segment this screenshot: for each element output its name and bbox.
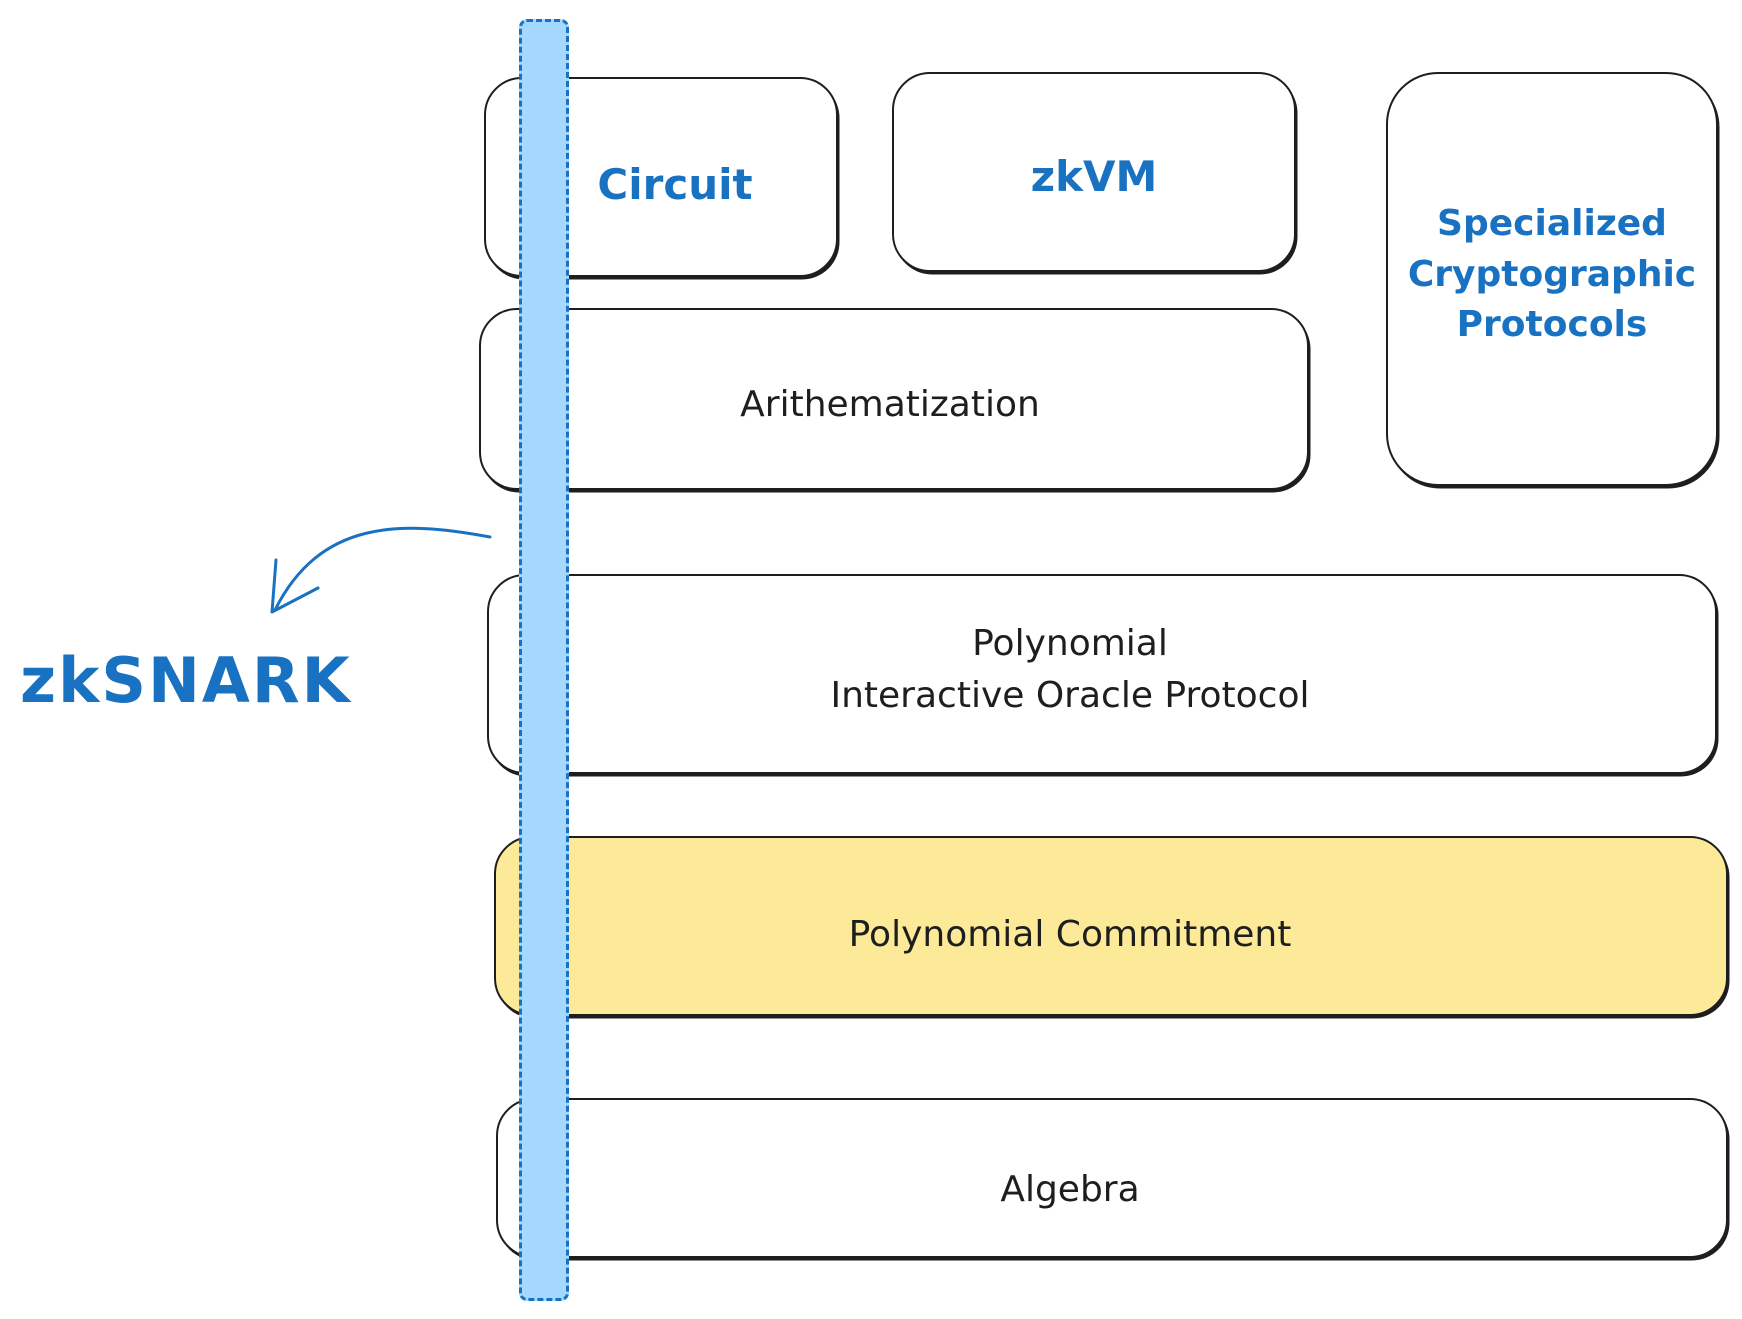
arithmetization-label: Arithematization (740, 383, 1040, 425)
zksnark-scope-band (519, 19, 569, 1301)
polynomial-commitment-box (494, 836, 1728, 1016)
piop-box (487, 574, 1717, 774)
algebra-label: Algebra (1000, 1168, 1140, 1210)
polynomial-commitment-label: Polynomial Commitment (848, 913, 1292, 955)
arithmetization-box (479, 308, 1309, 490)
specialized-protocols-label: Specialized Cryptographic Protocols (1407, 203, 1697, 346)
algebra-box (496, 1098, 1728, 1258)
zkvm-label: zkVM (1030, 151, 1158, 201)
zkvm-box (892, 72, 1296, 272)
zksnark-label: zkSNARK (20, 643, 352, 717)
circuit-label: Circuit (597, 159, 753, 209)
specialized-protocols-box (1386, 72, 1718, 486)
piop-label: Polynomial Interactive Oracle Protocol (830, 622, 1310, 716)
